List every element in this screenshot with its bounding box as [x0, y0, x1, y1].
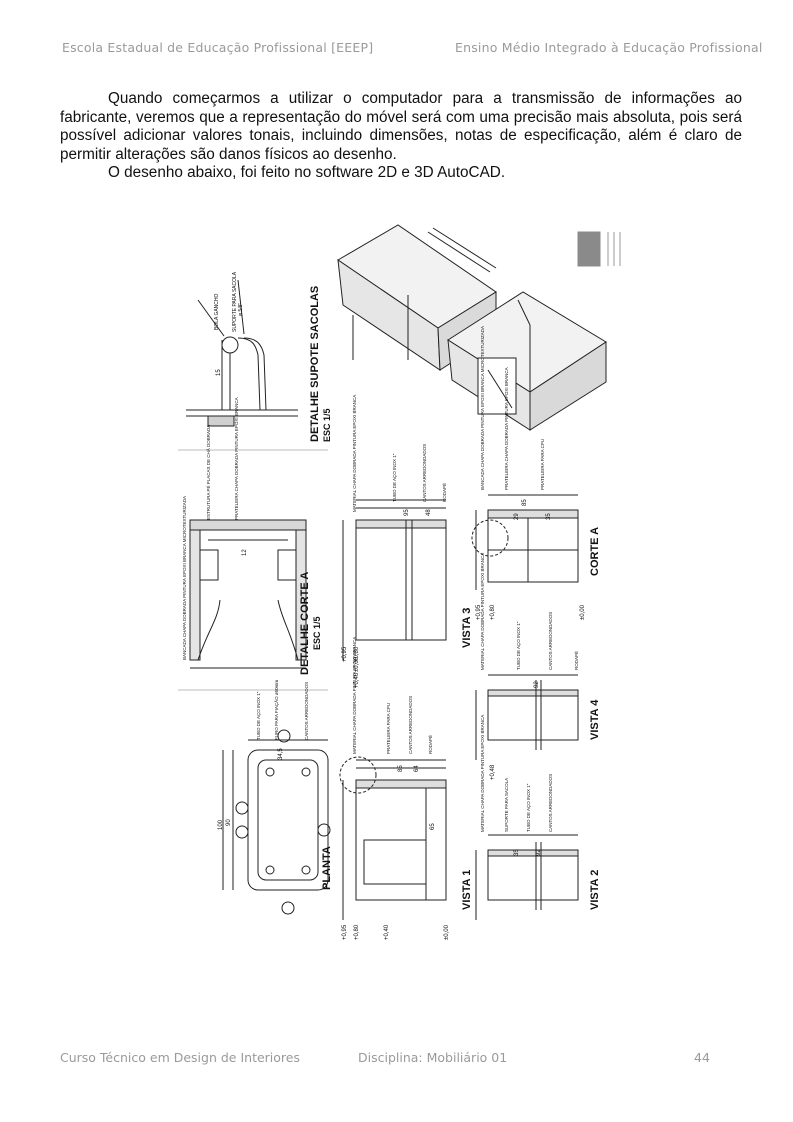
- dim-12: 12: [242, 549, 248, 556]
- body-text: Quando começarmos a utilizar o computado…: [60, 90, 742, 183]
- note-prateleira-ca: PRATELEIRA CHAPA DOBRADA PINTURA EPOXI B…: [504, 367, 509, 490]
- note-cpu-ca: PRATELEIRA PARA CPU: [540, 439, 545, 490]
- plan-view: [222, 729, 331, 915]
- lvl-080-v1: +0,80: [354, 924, 360, 940]
- lvl-080-v3: +0,80: [354, 646, 360, 662]
- note-material-v2: MATERIAL CHAPA DOBRADA PINTURA EPOXI BRA…: [480, 715, 485, 832]
- scale-detail-section-a: ESC 1/5: [312, 616, 322, 650]
- dim-85-v1: 85: [398, 765, 404, 772]
- page-number: 44: [694, 1050, 710, 1065]
- scale-detail-bag-support: ESC 1/5: [322, 408, 332, 442]
- note-suporte-v2: SUPORTE PARA SACOLA: [504, 778, 509, 832]
- dim-48-v3: 48: [426, 509, 432, 516]
- lvl-040-v1: +0,40: [384, 924, 390, 940]
- dim-29-ca: 29: [514, 513, 520, 520]
- note-tubo-v2: TUBO DE AÇO INOX 1": [526, 783, 531, 832]
- note-material-v3: MATERIAL CHAPA DOBRADA PINTURA EPOXI BRA…: [352, 395, 357, 512]
- lvl-000-ca: ±0,00: [580, 604, 586, 620]
- dim-35-v2: 35: [514, 849, 520, 856]
- title-detail-section-a: DETALHE CORTE A: [299, 572, 311, 675]
- note-tubo-v4: TUBO DE AÇO INOX 1": [516, 621, 521, 670]
- title-block: [577, 231, 621, 267]
- note-tubo-v3: TUBO DE AÇO INOX 1": [392, 453, 397, 502]
- title-view-1: VISTA 1: [461, 870, 473, 910]
- note-material-v1: MATERIAL CHAPA DOBRADA PINTURA EPOXI BRA…: [352, 637, 357, 754]
- header-school: Escola Estadual de Educação Profissional…: [62, 40, 374, 55]
- detail-section-a: [189, 519, 307, 669]
- section-a: [471, 494, 579, 590]
- view-1: [339, 756, 447, 920]
- note-bancada-ca: BANCADA CHAPA DOBRADA PINTURA EPOXI BRAN…: [480, 326, 485, 490]
- title-view-3: VISTA 3: [461, 608, 473, 648]
- view-2: [475, 834, 579, 920]
- dim-34-5: 34,5: [278, 748, 284, 760]
- note-bola-gancho: BOLA GANCHO: [214, 293, 220, 330]
- note-cantos-v3: CANTOS ARREDONDADOS: [422, 444, 427, 502]
- lvl-000-v1: ±0,00: [444, 924, 450, 940]
- view-4: [475, 674, 579, 760]
- lvl-095-ca: +0,95: [476, 604, 482, 620]
- dim-65-v1: 65: [430, 823, 436, 830]
- dim-90: 90: [226, 819, 232, 826]
- dim-85-ca: 85: [522, 499, 528, 506]
- title-view-2: VISTA 2: [589, 870, 601, 910]
- footer-course: Curso Técnico em Design de Interiores: [60, 1050, 300, 1065]
- dim-35-ca: 35: [546, 513, 552, 520]
- title-section-a: CORTE A: [589, 527, 601, 576]
- lvl-080-ca: +0,80: [490, 604, 496, 620]
- footer-discipline: Disciplina: Mobiliário 01: [358, 1050, 508, 1065]
- dim-15: 15: [216, 369, 222, 376]
- paragraph-2: O desenho abaixo, foi feito no software …: [108, 164, 506, 182]
- title-detail-bag-support: DETALHE SUPOTE SACOLAS: [309, 286, 321, 442]
- title-view-4: VISTA 4: [589, 699, 601, 740]
- header-course-type: Ensino Médio Integrado à Educação Profis…: [455, 40, 763, 55]
- note-cantos-plan: CANTOS ARREDONDADOS: [304, 682, 309, 740]
- note-rodape-v1: RODAPÉ: [427, 735, 433, 754]
- note-prateleira-cpu-v1: PRATELEIRA PARA CPU: [386, 703, 391, 754]
- note-rodape-v3: RODAPÉ: [441, 483, 447, 502]
- note-cantos-v1: CANTOS ARREDONDADOS: [408, 696, 413, 754]
- paragraph-1: Quando começarmos a utilizar o computado…: [60, 90, 742, 163]
- note-tubo-plan: TUBO DE AÇO INOX 1": [256, 691, 261, 740]
- note-suporte-sacola: SUPORTE PARA SACOLA: [232, 271, 238, 332]
- lvl-095-v1: +0,95: [342, 924, 348, 940]
- lvl-095-v3: +0,95: [342, 646, 348, 662]
- iso-view-open: [447, 291, 607, 431]
- dim-92-v2: 92: [536, 849, 542, 856]
- lvl-048-v4: +0,48: [490, 764, 496, 780]
- note-furo: FURO PARA FIAÇÃO ø50mm: [273, 680, 279, 740]
- note-estrutura-pe: ESTRUTURA PÉ PLACAS DE CHÃ DOBRADA: [205, 425, 211, 520]
- title-plan: PLANTA: [321, 846, 333, 890]
- note-rodape-v4: RODAPÉ: [573, 651, 579, 670]
- dim-92-v4: 92: [534, 681, 540, 688]
- view-3: [342, 499, 447, 660]
- technical-drawing: DETALHE SUPOTE SACOLAS ESC 1/5 BOLA GANC…: [178, 220, 624, 948]
- note-phi5: ø 5/8": [238, 303, 244, 316]
- note-cantos-v4: CANTOS ARREDONDADOS: [548, 612, 553, 670]
- lvl-000-v3: ±0,00: [354, 656, 360, 672]
- note-bancada-a: BANCADA CHAPA DOBRADA PINTURA EPOXI BRAN…: [182, 496, 187, 660]
- note-cantos-v2: CANTOS ARREDONDADOS: [548, 774, 553, 832]
- note-prateleira-a: PRATELEIRA CHAPA DOBRADA PINTURA EPOXI B…: [234, 397, 239, 520]
- dim-95-v3: 95: [404, 509, 410, 516]
- dim-64-v1: 64: [414, 765, 420, 772]
- lvl-040-v3: +0,40: [354, 672, 360, 688]
- note-material-v4: MATERIAL CHAPA DOBRADA PINTURA EPOXI BRA…: [480, 553, 485, 670]
- dim-100: 100: [218, 819, 224, 830]
- detail-bag-support: [186, 279, 298, 427]
